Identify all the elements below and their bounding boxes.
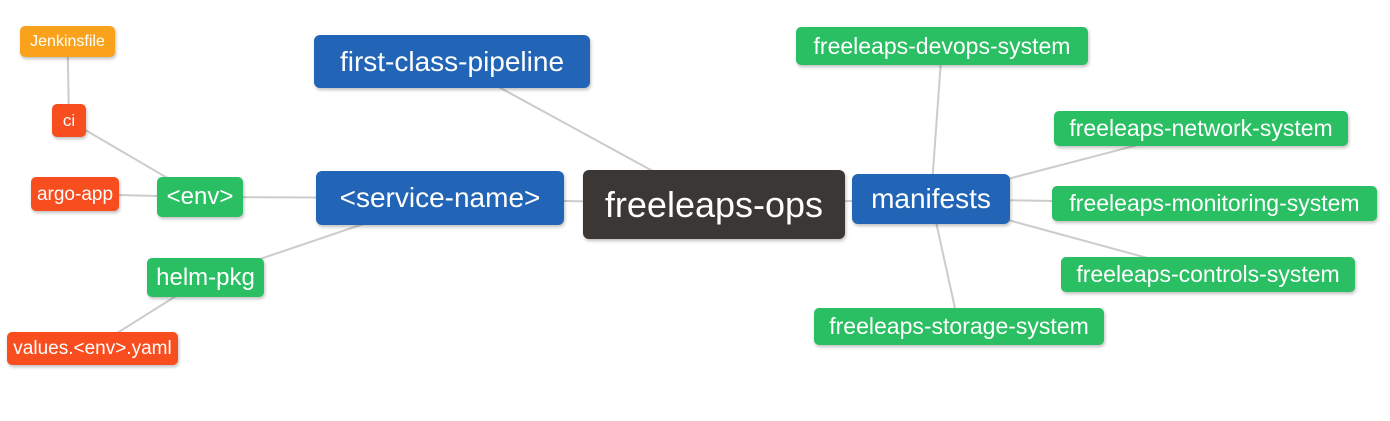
node-label: Jenkinsfile [30, 32, 105, 50]
node-env[interactable]: <env> [157, 177, 243, 217]
node-label: freeleaps-storage-system [829, 313, 1089, 339]
node-ci[interactable]: ci [52, 104, 86, 137]
node-label: <service-name> [339, 182, 541, 213]
node-label: ci [62, 111, 76, 130]
node-label: <env> [166, 183, 234, 210]
node-label: freeleaps-controls-system [1076, 261, 1340, 287]
node-label: freeleaps-network-system [1069, 115, 1333, 141]
node-label: freeleaps-devops-system [813, 32, 1071, 59]
node-first-class-pipeline[interactable]: first-class-pipeline [314, 35, 590, 88]
node-label: argo-app [36, 183, 114, 205]
node-label: helm-pkg [156, 263, 255, 291]
node-freeleaps-monitoring-system[interactable]: freeleaps-monitoring-system [1052, 186, 1377, 221]
node-jenkinsfile[interactable]: Jenkinsfile [20, 26, 115, 57]
node-manifests[interactable]: manifests [852, 174, 1010, 224]
node-helm-pkg[interactable]: helm-pkg [147, 258, 264, 297]
node-service-name[interactable]: <service-name> [316, 171, 564, 225]
node-freeleaps-storage-system[interactable]: freeleaps-storage-system [814, 308, 1104, 345]
node-label: freeleaps-ops [604, 183, 824, 225]
node-argo-app[interactable]: argo-app [31, 177, 119, 211]
node-label: values.<env>.yaml [13, 338, 172, 359]
node-freeleaps-network-system[interactable]: freeleaps-network-system [1054, 111, 1348, 146]
node-freeleaps-ops[interactable]: freeleaps-ops [583, 170, 845, 239]
node-values-env-yaml[interactable]: values.<env>.yaml [7, 332, 178, 365]
node-label: freeleaps-monitoring-system [1069, 190, 1360, 216]
node-freeleaps-controls-system[interactable]: freeleaps-controls-system [1061, 257, 1355, 292]
node-label: first-class-pipeline [339, 45, 565, 77]
node-freeleaps-devops-system[interactable]: freeleaps-devops-system [796, 27, 1088, 65]
node-label: manifests [871, 183, 991, 214]
edge-manifests-devops-system [930, 45, 943, 200]
